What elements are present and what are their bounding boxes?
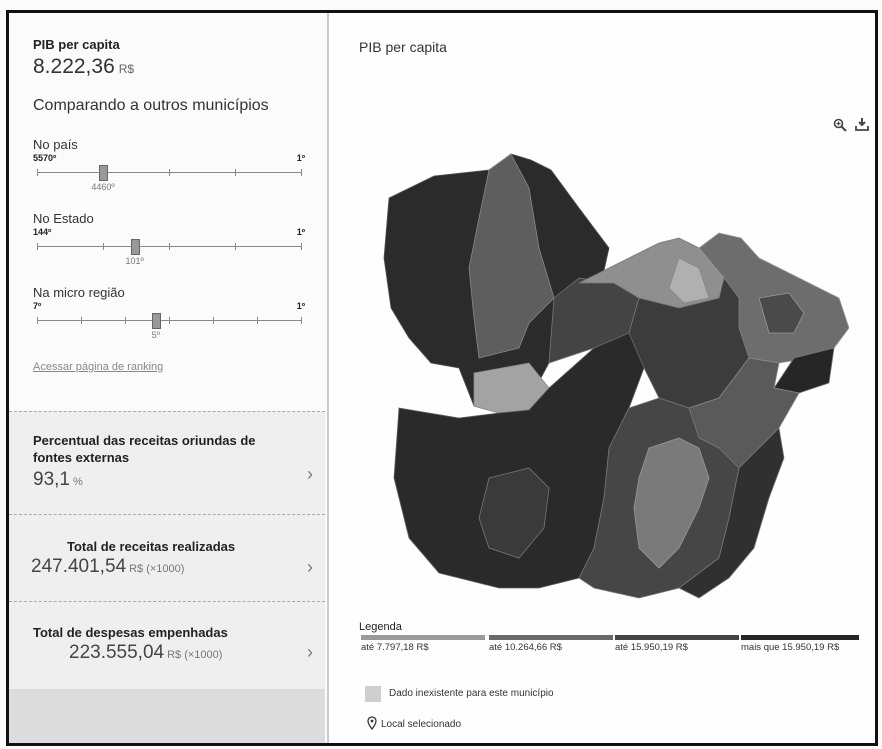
slider-tick (301, 243, 302, 250)
panel-footer (9, 689, 325, 743)
legend-item: até 7.797,18 R$ (361, 635, 485, 653)
map-pin-icon (367, 716, 377, 730)
slider-tick (301, 169, 302, 176)
ranking-end: 1º (296, 301, 305, 311)
legend-item: até 15.950,19 R$ (615, 635, 739, 653)
ranking-label: No Estado (33, 211, 94, 226)
slider-tick (103, 243, 104, 250)
legend-title: Legenda (359, 621, 402, 633)
card-unit: R$ (×1000) (129, 563, 185, 575)
slider-tick (37, 317, 38, 324)
ranking-label: Na micro região (33, 285, 125, 300)
no-data-swatch (365, 686, 381, 702)
map-region (633, 437, 710, 569)
map-region (468, 153, 555, 359)
slider-tick (235, 243, 236, 250)
download-icon[interactable] (855, 117, 869, 131)
chevron-right-icon: › (307, 464, 313, 484)
slider-tick (235, 169, 236, 176)
legend-item: mais que 15.950,19 R$ (741, 635, 859, 653)
kpi-unit: R$ (118, 62, 135, 76)
slider-tick (37, 169, 38, 176)
slider-tick (124, 317, 126, 324)
card-title: Total de despesas empenhadas (33, 625, 228, 640)
legend-swatch (489, 635, 613, 640)
ranking-marker (130, 239, 140, 255)
ranking-end: 1º (296, 153, 305, 163)
state-map[interactable] (379, 148, 849, 608)
card-unit: % (72, 476, 83, 488)
slider-tick (256, 317, 258, 324)
ranking-label: No país (33, 137, 78, 152)
map-region (758, 292, 805, 334)
legend-swatch (741, 635, 859, 640)
map-panel: PIB per capita (329, 13, 875, 743)
map-region (478, 467, 550, 559)
chevron-right-icon: › (307, 557, 313, 577)
no-data-label: Dado inexistente para este município (389, 688, 554, 699)
ranking-marker (99, 165, 108, 181)
ranking-start: 7º (33, 301, 42, 311)
card-title: Total de receitas realizadas (67, 539, 236, 554)
map-title: PIB per capita (359, 39, 447, 55)
legend-label: até 15.950,19 R$ (615, 642, 688, 653)
chevron-right-icon: › (307, 642, 313, 662)
slider-tick (81, 317, 83, 324)
slider-tick (301, 317, 302, 324)
slider-tick (37, 243, 38, 250)
card-value: 93,1% (33, 469, 83, 491)
legend-label: mais que 15.950,19 R$ (741, 642, 840, 653)
ranking-position: 4460º (91, 182, 115, 192)
ranking-end: 1º (296, 227, 305, 237)
ranking-marker (151, 313, 161, 329)
ranking-slider: 101º (37, 239, 302, 266)
ranking-page-link[interactable]: Acessar página de ranking (33, 361, 164, 373)
slider-tick (169, 169, 170, 176)
ranking-microregion: Na micro região 7º 1º 5º (33, 285, 305, 345)
legend-swatch (615, 635, 739, 640)
card-unit: R$ (×1000) (167, 649, 223, 661)
card-title: Percentual das receitas oriundas de font… (33, 433, 256, 465)
ranking-position: 5º (151, 330, 160, 340)
kpi-title: PIB per capita (33, 37, 120, 52)
legend-label: até 10.264,66 R$ (489, 642, 562, 653)
map-region (668, 257, 710, 304)
card-number: 93,1 (33, 469, 70, 490)
legend-label: até 7.797,18 R$ (361, 642, 429, 653)
ranking-position: 101º (125, 256, 144, 266)
slider-tick (213, 317, 215, 324)
card-number: 223.555,04 (69, 642, 165, 663)
ranking-start: 5570º (33, 153, 57, 163)
kpi-number: 8.222,36 (33, 55, 115, 78)
legend-item: até 10.264,66 R$ (489, 635, 613, 653)
ranking-state: No Estado 144º 1º 101º (33, 211, 305, 271)
selected-location-label: Local selecionado (381, 719, 462, 730)
compare-title: Comparando a outros municípios (33, 97, 269, 114)
card-external-revenue[interactable]: Percentual das receitas oriundas de font… (9, 411, 325, 514)
card-number: 247.401,54 (31, 556, 127, 577)
ranking-country: No país 5570º 1º 4460º (33, 137, 305, 197)
zoom-icon[interactable] (833, 118, 847, 132)
ranking-start: 144º (33, 227, 52, 237)
slider-tick (169, 243, 170, 250)
slider-tick (169, 317, 170, 324)
map-region (678, 427, 785, 599)
ranking-slider: 5º (37, 313, 302, 340)
legend-swatch (361, 635, 485, 640)
ranking-slider: 4460º (37, 165, 302, 192)
map-region (773, 347, 835, 394)
